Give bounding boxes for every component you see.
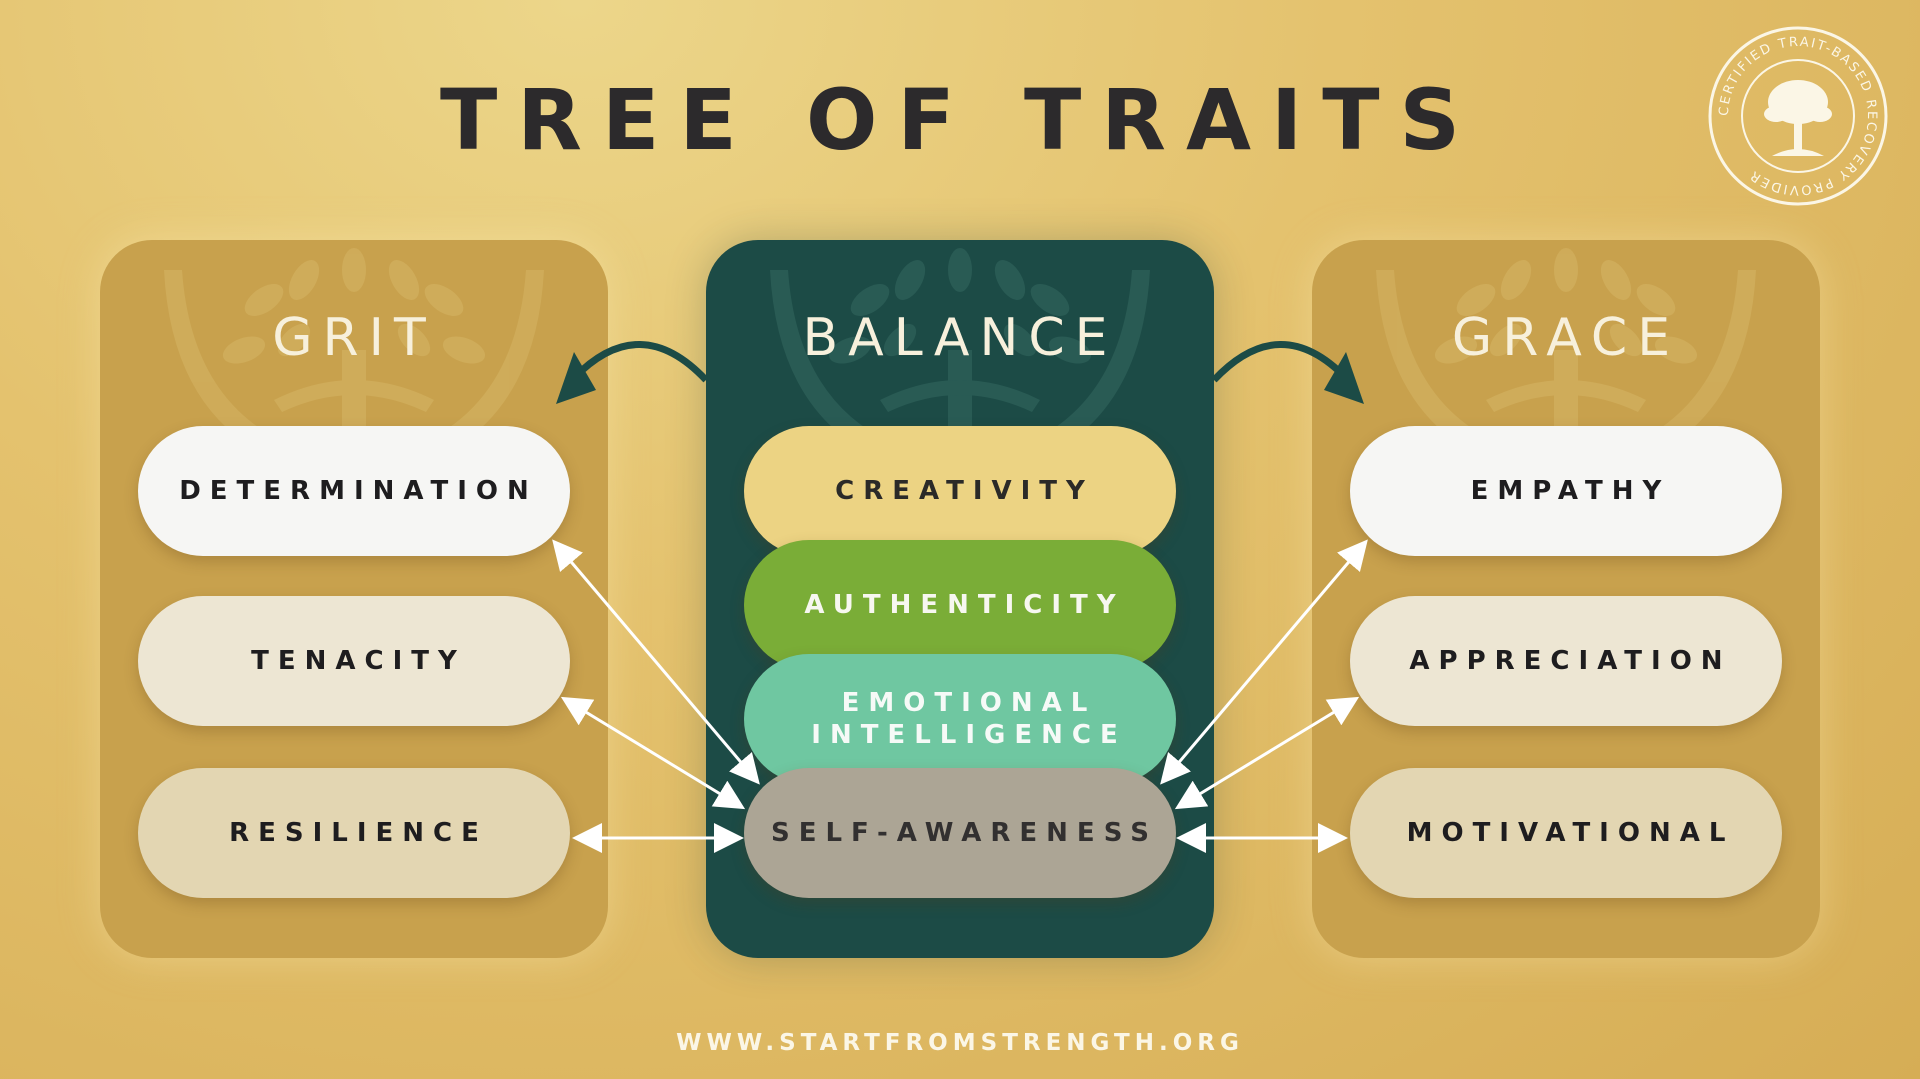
trait-emotional-intelligence: EMOTIONAL INTELLIGENCE [744, 654, 1176, 784]
page-title: TREE OF TRAITS [439, 71, 1481, 169]
trait-label: APPRECIATION [1409, 646, 1732, 676]
trait-label-line-1: EMOTIONAL [841, 688, 1097, 718]
trait-tenacity: TENACITY [138, 596, 570, 726]
trait-label: TENACITY [251, 646, 466, 676]
tree-watermark-icon [770, 248, 1150, 490]
trait-label: MOTIVATIONAL [1406, 818, 1735, 848]
trait-self-awareness: SELF-AWARENESS [744, 768, 1176, 898]
trait-label: EMOTIONAL INTELLIGENCE [802, 687, 1126, 751]
trait-creativity: CREATIVITY [744, 426, 1176, 556]
trait-resilience: RESILIENCE [138, 768, 570, 898]
trait-label: CREATIVITY [835, 476, 1094, 506]
balance-title: BALANCE [802, 308, 1118, 368]
trait-label: AUTHENTICITY [804, 590, 1125, 620]
trait-label-line-2: INTELLIGENCE [811, 720, 1127, 750]
trait-label: EMPATHY [1470, 476, 1671, 506]
grit-title: GRIT [272, 308, 436, 368]
trait-authenticity: AUTHENTICITY [744, 540, 1176, 670]
trait-determination: DETERMINATION [138, 426, 570, 556]
grace-title: GRACE [1451, 308, 1681, 368]
trait-label: RESILIENCE [229, 818, 488, 848]
trait-label: DETERMINATION [179, 476, 538, 506]
trait-label: SELF-AWARENESS [771, 818, 1158, 848]
trait-empathy: EMPATHY [1350, 426, 1782, 556]
trait-appreciation: APPRECIATION [1350, 596, 1782, 726]
website-url[interactable]: WWW.STARTFROMSTRENGTH.ORG [676, 1030, 1244, 1056]
trait-motivational: MOTIVATIONAL [1350, 768, 1782, 898]
certified-badge-icon: CERTIFIED TRAIT-BASED RECOVERY PROVIDER [1708, 26, 1888, 206]
